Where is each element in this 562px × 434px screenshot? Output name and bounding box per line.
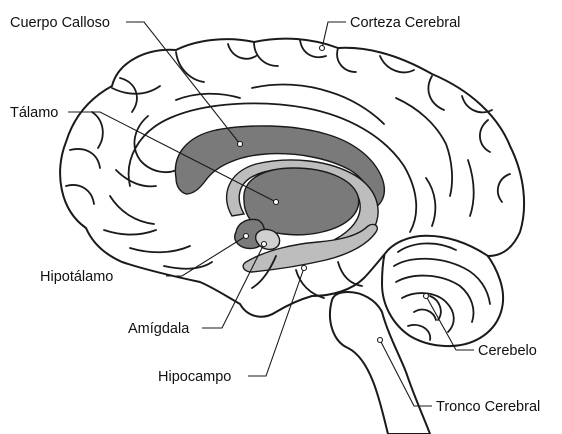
label-hippocampus: Hipocampo: [158, 369, 231, 385]
marker-brainstem: [378, 338, 383, 343]
marker-amygdala: [262, 242, 267, 247]
label-amygdala: Amígdala: [128, 321, 190, 337]
label-thalamus: Tálamo: [10, 105, 58, 121]
marker-cerebellum: [424, 294, 429, 299]
label-cerebral-cortex: Corteza Cerebral: [350, 15, 460, 31]
marker-corpus-callosum: [238, 142, 243, 147]
marker-thalamus: [274, 200, 279, 205]
label-cerebellum: Cerebelo: [478, 343, 537, 359]
marker-hippocampus: [302, 266, 307, 271]
label-brainstem: Tronco Cerebral: [436, 399, 540, 415]
label-hypothalamus: Hipotálamo: [40, 269, 113, 285]
label-corpus-callosum: Cuerpo Calloso: [10, 15, 110, 31]
marker-cortex: [320, 46, 325, 51]
marker-hypothalamus: [244, 234, 249, 239]
